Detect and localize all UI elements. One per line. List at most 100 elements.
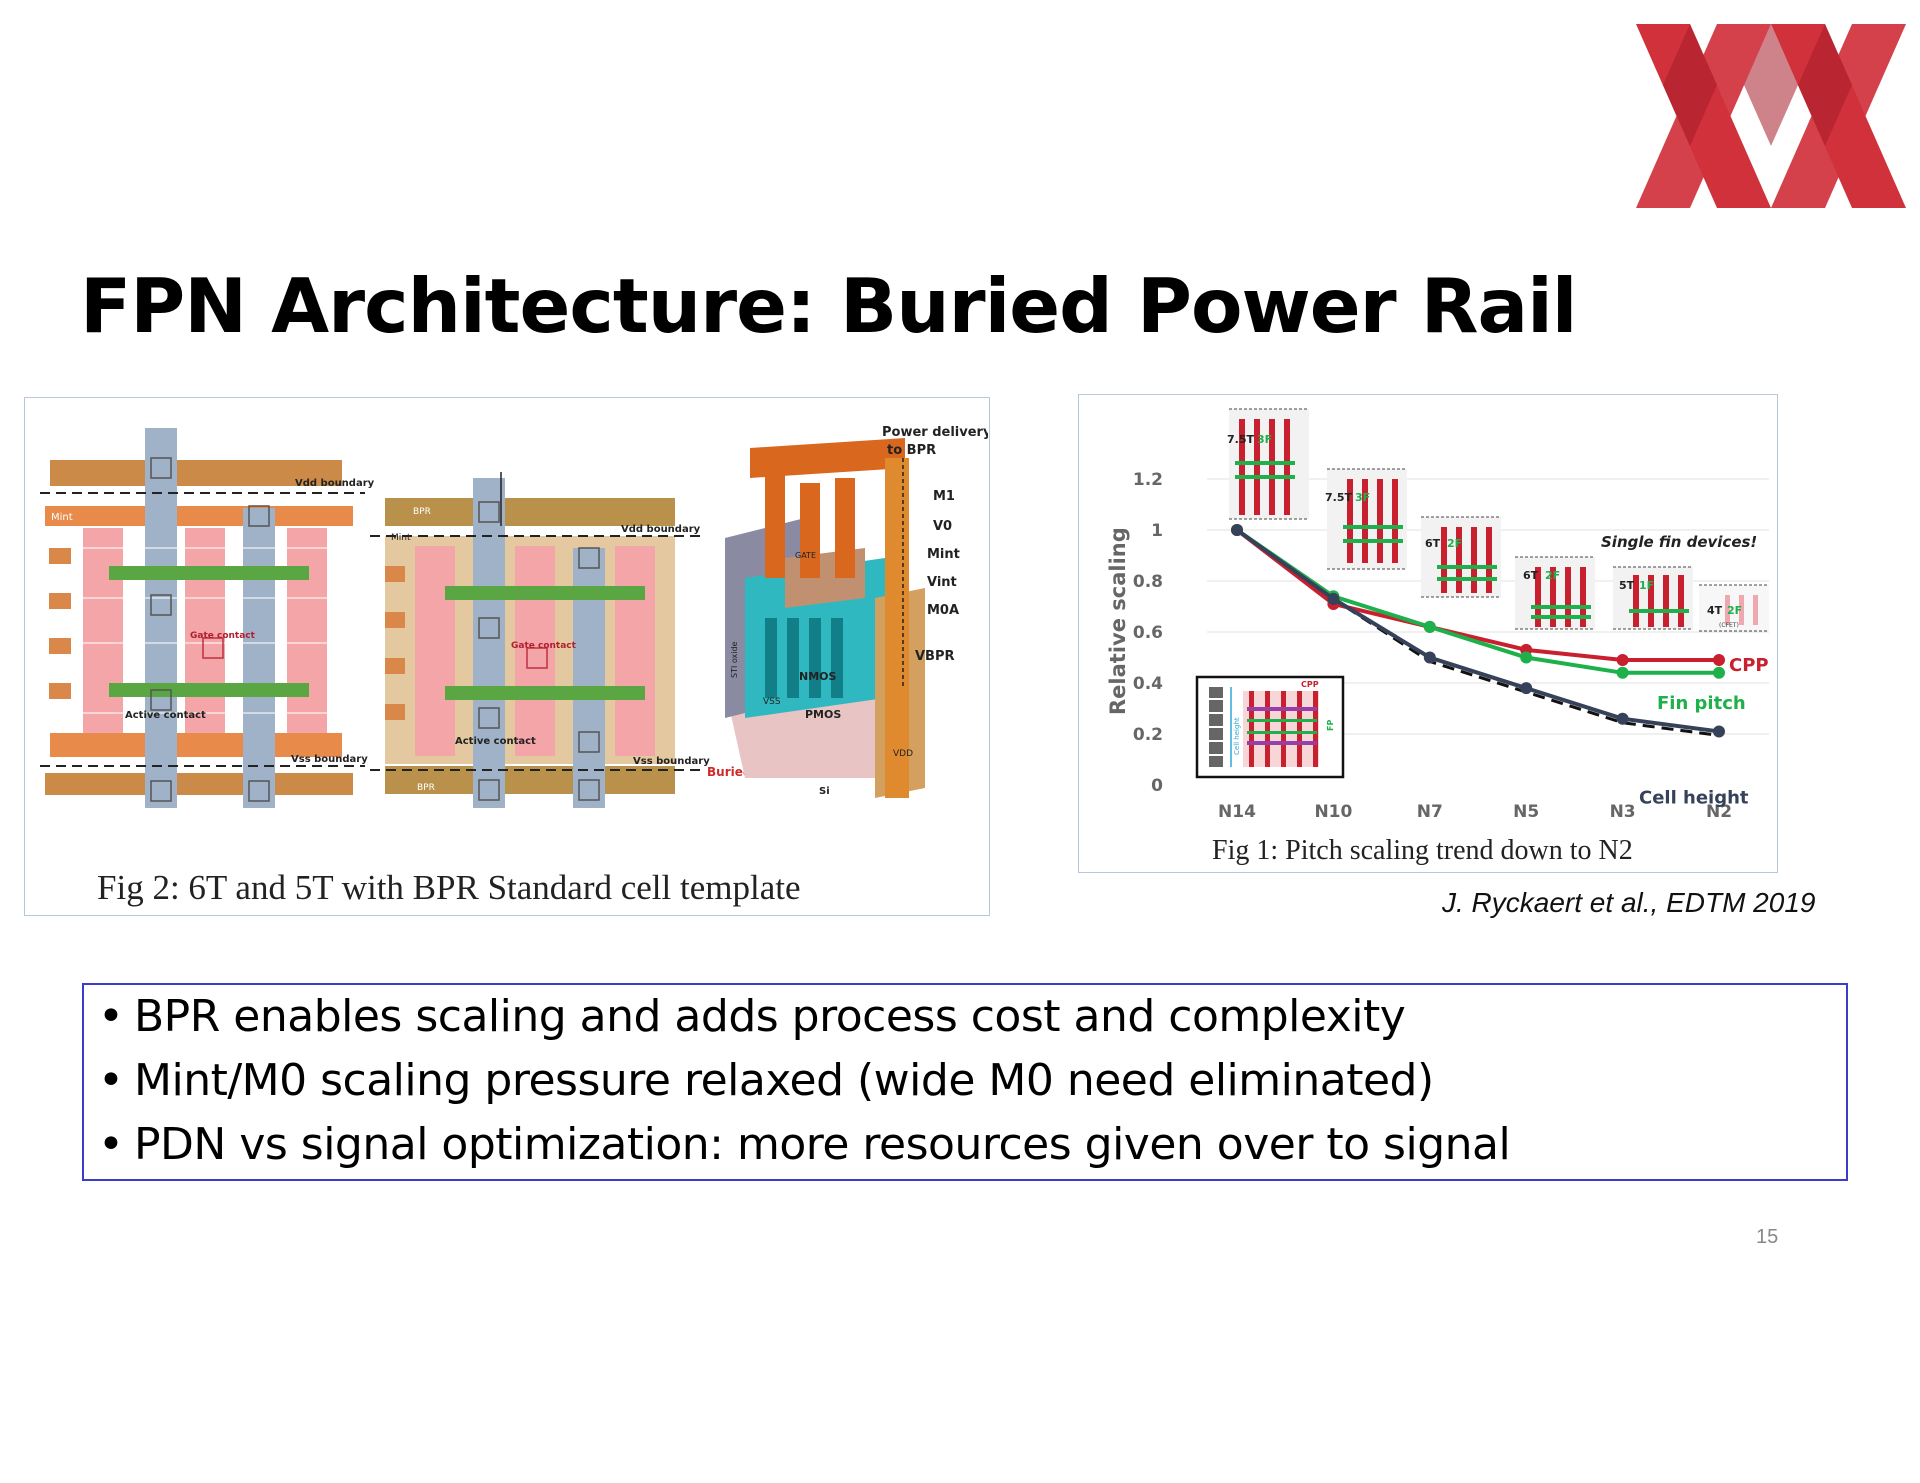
gate-contact-label: Gate contact — [190, 631, 256, 641]
bpr-label-bottom: BPR — [417, 783, 435, 793]
series-label: Fin pitch — [1657, 693, 1746, 714]
data-point — [1713, 654, 1725, 667]
chart-series — [1231, 524, 1725, 738]
data-point — [1713, 666, 1725, 679]
inset-fp-label: FP — [1326, 720, 1335, 731]
logo-overlap — [1744, 24, 1798, 146]
vdd-boundary-label-5t: Vdd boundary — [621, 524, 701, 535]
vdd-boundary-label: Vdd boundary — [295, 478, 375, 489]
data-point — [1520, 651, 1533, 664]
thumb-3f-label: 3F — [1355, 491, 1370, 504]
thumb-7-5t-label: 7.5T — [1227, 433, 1254, 446]
layer-vbpr-label: VBPR — [915, 649, 955, 664]
data-point — [1616, 666, 1629, 679]
mint-label: Mint — [51, 512, 73, 523]
inset-cpp-label: CPP — [1301, 680, 1319, 689]
y-tick-label: 1 — [1151, 521, 1163, 541]
logo-overlap — [1663, 24, 1717, 146]
bullet-item: BPR enables scaling and adds process cos… — [84, 985, 1846, 1049]
gate-contact-label-5t: Gate contact — [511, 641, 577, 651]
y-axis-label: Relative scaling — [1106, 527, 1130, 715]
vss-label: VSS — [763, 697, 781, 707]
fig2-panel: Vdd boundary Mint Gate contact Active co… — [24, 397, 992, 916]
si-label: Si — [819, 786, 830, 797]
logo-stroke-4 — [1771, 24, 1906, 208]
y-tick-label: 0.6 — [1133, 623, 1163, 643]
fig2-diagram: Vdd boundary Mint Gate contact Active co… — [40, 425, 992, 808]
inset-cell-diagram: Cell height CPP FP — [1195, 675, 1345, 779]
to-bpr-label: to BPR — [887, 443, 936, 458]
bottom-power-rail — [45, 773, 353, 795]
x-tick-label: N7 — [1417, 802, 1443, 822]
page-number: 15 — [1756, 1226, 1779, 1248]
brand-logo — [1636, 24, 1906, 208]
fig2-caption: Fig 2: 6T and 5T with BPR Standard cell … — [97, 868, 801, 907]
power-delivery-label: Power delivery — [882, 425, 988, 440]
vdd-label: VDD — [893, 749, 913, 759]
y-tick-label: 0.2 — [1133, 725, 1163, 745]
layer-m0a-label: M0A — [927, 603, 959, 618]
thumb-5t-label: 5T — [1619, 579, 1635, 592]
data-point — [1616, 654, 1629, 667]
mint-rail — [45, 506, 353, 526]
sti-oxide-label: STI oxide — [730, 641, 739, 678]
citation: J. Ryckaert et al., EDTM 2019 — [1442, 887, 1816, 918]
bullet-box: BPR enables scaling and adds process cos… — [82, 983, 1848, 1181]
gate-label: GATE — [795, 551, 816, 560]
bullet-item: Mint/M0 scaling pressure relaxed (wide M… — [84, 1049, 1846, 1113]
slide-title: FPN Architecture: Buried Power Rail — [80, 262, 1577, 350]
data-point — [1327, 592, 1340, 605]
series-line — [1235, 528, 1720, 734]
data-point — [1713, 725, 1725, 738]
data-point — [1616, 712, 1629, 725]
x-tick-label: N14 — [1218, 802, 1256, 822]
y-tick-label: 1.2 — [1133, 470, 1163, 490]
y-tick-label: 0.4 — [1133, 674, 1163, 694]
fig1-caption: Fig 1: Pitch scaling trend down to N2 — [1212, 835, 1633, 866]
single-fin-annotation: Single fin devices! — [1601, 533, 1757, 551]
bpr-3d-view: Power delivery to BPR M1 V0 Mint Vint M0… — [725, 425, 992, 798]
layer-vint-label: Vint — [927, 575, 957, 590]
cfet-label: (CFET) — [1719, 622, 1739, 629]
layer-mint-label: Mint — [927, 547, 960, 562]
active-contact-label-5t: Active contact — [455, 736, 536, 747]
series-label: CPP — [1729, 655, 1769, 676]
data-point — [1423, 651, 1436, 664]
thumb-2f-label: 2F — [1447, 537, 1462, 550]
logo-overlap — [1798, 24, 1852, 146]
thumb-7-5t-label: 7.5T — [1325, 491, 1352, 504]
vss-boundary-label: Vss boundary — [291, 754, 368, 765]
thumb-4t-label: 4T — [1707, 604, 1723, 617]
x-tick-label: N3 — [1610, 802, 1636, 822]
mint-label-5t: Mint — [391, 533, 411, 543]
series-line — [1235, 528, 1719, 663]
y-tick-label: 0 — [1151, 776, 1163, 796]
x-tick-label: N5 — [1513, 802, 1539, 822]
bullet-list: BPR enables scaling and adds process cos… — [84, 985, 1846, 1177]
layer-v0-label: V0 — [933, 519, 952, 534]
inset-cell-height-label: Cell height — [1233, 717, 1241, 755]
x-tick-label: N2 — [1706, 802, 1732, 822]
thumb-2f-label: 2F — [1727, 604, 1742, 617]
top-power-rail — [50, 460, 342, 486]
nmos-label: NMOS — [799, 670, 837, 683]
vss-boundary-label-5t: Vss boundary — [633, 756, 710, 767]
active-contact-label: Active contact — [125, 710, 206, 721]
y-tick-labels: 0 0.2 0.4 0.6 0.8 1 1.2 — [1133, 470, 1163, 796]
layer-m1-label: M1 — [933, 489, 955, 504]
bpr-label-top: BPR — [413, 507, 431, 517]
thumb-3f-label: 3F — [1257, 433, 1272, 446]
data-point — [1423, 620, 1436, 633]
y-tick-label: 0.8 — [1133, 572, 1163, 592]
bullet-item: PDN vs signal optimization: more resourc… — [84, 1113, 1846, 1177]
series-label: Cell height — [1639, 787, 1749, 808]
thumb-1f-label: 1F — [1639, 579, 1654, 592]
thumb-6t-label: 6T — [1425, 537, 1441, 550]
thumb-2f-label: 2F — [1545, 569, 1560, 582]
cell-6t: Vdd boundary Mint Gate contact Active co… — [40, 428, 375, 808]
gate-fin — [109, 683, 309, 697]
